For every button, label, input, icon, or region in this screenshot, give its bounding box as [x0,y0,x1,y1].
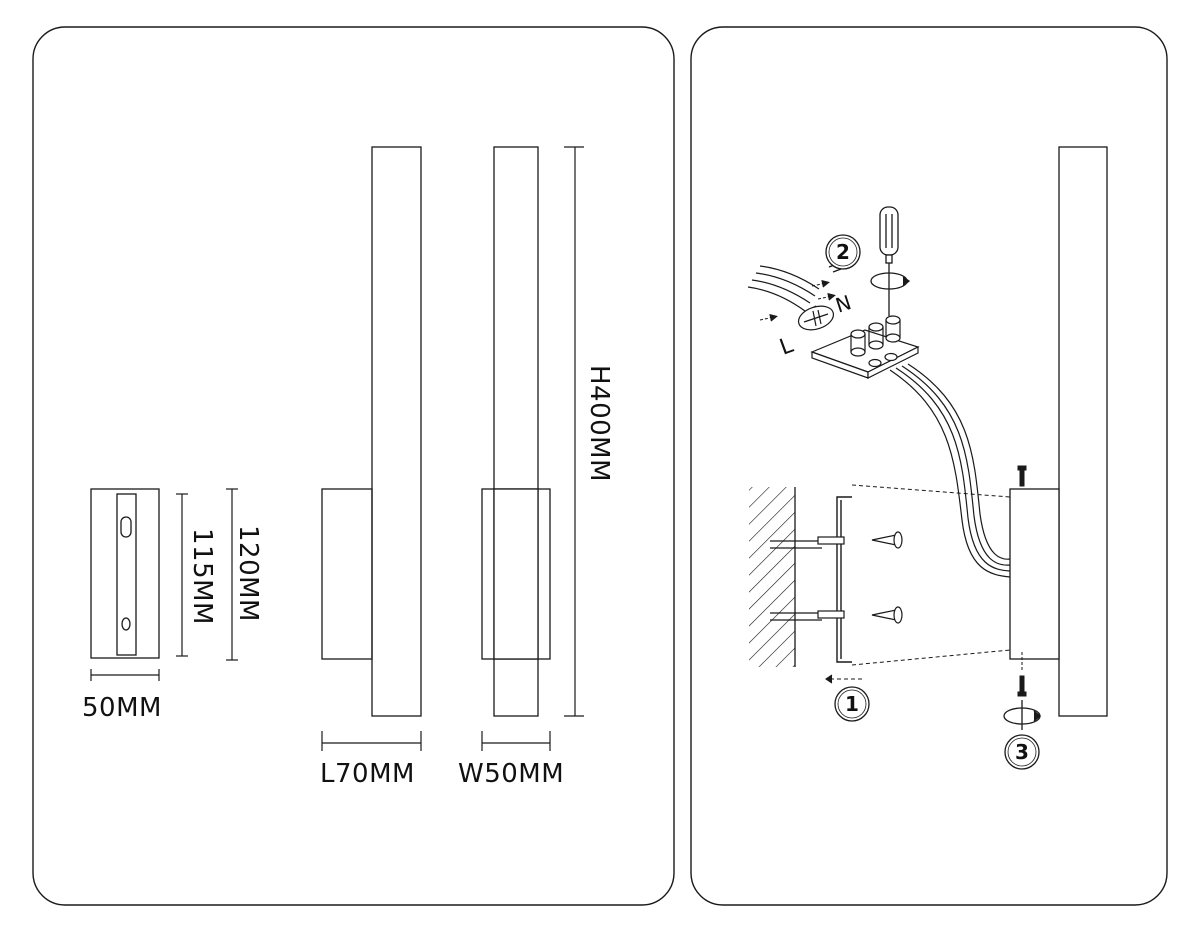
ground-symbol-icon [797,305,835,331]
length-dimension-line [321,731,422,751]
mounting-bracket [836,496,852,663]
set-screw-bottom-icon [1017,675,1027,697]
set-screw-top-icon [1017,465,1027,487]
lamp-front-bar-overlay [493,488,539,660]
width-dimension-line [481,731,551,751]
height-dimension-line [564,146,584,717]
height-label: H400MM [584,365,614,482]
installation-panel-frame [690,26,1168,906]
lamp-side-view [321,146,422,717]
step-2-badge: 2 [825,234,861,270]
length-label: L70MM [320,759,415,789]
base-width-dimension-line [90,669,160,681]
step-3-number: 3 [1015,740,1029,764]
wall-plug-icon [770,540,822,621]
plug-icon [817,536,845,619]
wire-insert-arrows [759,279,836,322]
step-1-arrow [825,674,862,684]
inner-height-dimension-line [176,493,188,657]
step-1-number: 1 [845,692,859,716]
lamp-base [1009,488,1060,660]
base-width-label: 50MM [82,693,162,723]
screwdriver-icon [879,206,899,316]
installation-panel: N L 2 1 [690,26,1168,906]
step-3-badge: 3 [1004,734,1040,770]
backplate-front-view [90,488,160,659]
power-wires [889,363,1011,578]
terminal-block [810,315,920,379]
dimensions-panel-frame [32,26,675,906]
outer-height-dimension-line [226,488,238,661]
terminal-label-N: N [832,290,854,318]
outer-height-label: 120MM [233,525,263,622]
step-1-badge: 1 [834,686,870,722]
width-label: W50MM [458,759,564,789]
inner-height-label: 115MM [187,528,217,625]
screw-icon [871,531,903,624]
lamp-bar [1058,146,1108,717]
bracket-projection-lines [851,484,1011,666]
rotate-arrow-icon [870,272,911,290]
step-2-number: 2 [836,240,850,264]
terminal-label-L: L [776,333,797,361]
wall-hatch [749,487,795,667]
loose-wires [747,265,820,312]
step-3-rotate-arrow-icon [1003,700,1042,730]
dimensions-panel: 50MM 115MM 120MM L70MM [32,26,675,906]
